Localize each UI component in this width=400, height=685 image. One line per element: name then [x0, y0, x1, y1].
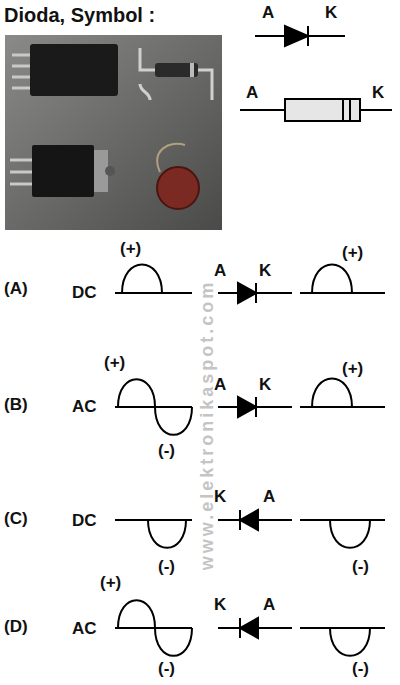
polarity-label: (-) [158, 558, 175, 575]
positive-half-wave [312, 265, 352, 294]
baseline [115, 292, 192, 294]
diode-symbol [218, 618, 292, 638]
polarity-label: (+) [104, 354, 125, 371]
pin-label: A [263, 596, 275, 613]
baseline [115, 519, 192, 521]
transistor-leads [10, 160, 32, 184]
row-label: (D) [4, 618, 28, 635]
baseline [300, 519, 385, 521]
pin-label: A [246, 84, 258, 101]
negative-half-wave [148, 520, 186, 548]
polarity-label: (+) [342, 244, 363, 261]
photo-ground [5, 35, 222, 230]
row-label: (C) [4, 510, 28, 527]
row-label: (A) [4, 280, 28, 297]
diode-symbol [255, 26, 345, 46]
row-label: (B) [4, 396, 28, 413]
polarity-label: (-) [158, 442, 175, 459]
baseline [115, 406, 192, 408]
diode-body [155, 63, 198, 77]
sine-wave [118, 379, 192, 435]
diode-symbol [218, 283, 292, 303]
polarity-label: (-) [352, 660, 369, 677]
pin-label: A [214, 262, 226, 279]
baseline [300, 627, 385, 629]
diode-band [190, 63, 194, 77]
pin-label: K [372, 84, 384, 101]
negative-half-wave [330, 520, 370, 548]
to220-package [32, 145, 94, 197]
signal-label: DC [72, 284, 97, 301]
polarity-label: (-) [158, 660, 175, 677]
positive-half-wave [122, 265, 162, 294]
watermark: www.elektronikaspot.com [198, 280, 216, 570]
page-title: Dioda, Symbol : [4, 5, 155, 25]
diode-leads [140, 48, 212, 100]
pin-label: K [259, 262, 271, 279]
polarity-label: (+) [342, 360, 363, 377]
diode-symbol [218, 397, 292, 417]
polarity-label: (+) [100, 574, 121, 591]
negative-half-wave [330, 628, 370, 656]
signal-label: AC [72, 398, 97, 415]
positive-half-wave [312, 379, 352, 408]
pin-label: K [259, 376, 271, 393]
baseline [115, 627, 192, 629]
signal-label: AC [72, 620, 97, 637]
pin-label: K [325, 4, 337, 21]
diode-symbol [218, 510, 292, 530]
diode-body-drawing [240, 99, 392, 121]
pin-label: A [263, 488, 275, 505]
polarity-label: (+) [120, 240, 141, 257]
pin-label: A [262, 4, 274, 21]
polarity-label: (-) [352, 558, 369, 575]
diode-lead [140, 84, 150, 100]
signal-label: DC [72, 512, 97, 529]
disc-component [157, 167, 199, 209]
bridge-leads [12, 55, 30, 88]
component-photo [5, 35, 222, 230]
sine-wave [118, 600, 192, 656]
pin-label: K [214, 596, 226, 613]
bridge-rectifier [30, 44, 118, 96]
to220-hole [105, 166, 115, 176]
waveforms [115, 265, 385, 656]
